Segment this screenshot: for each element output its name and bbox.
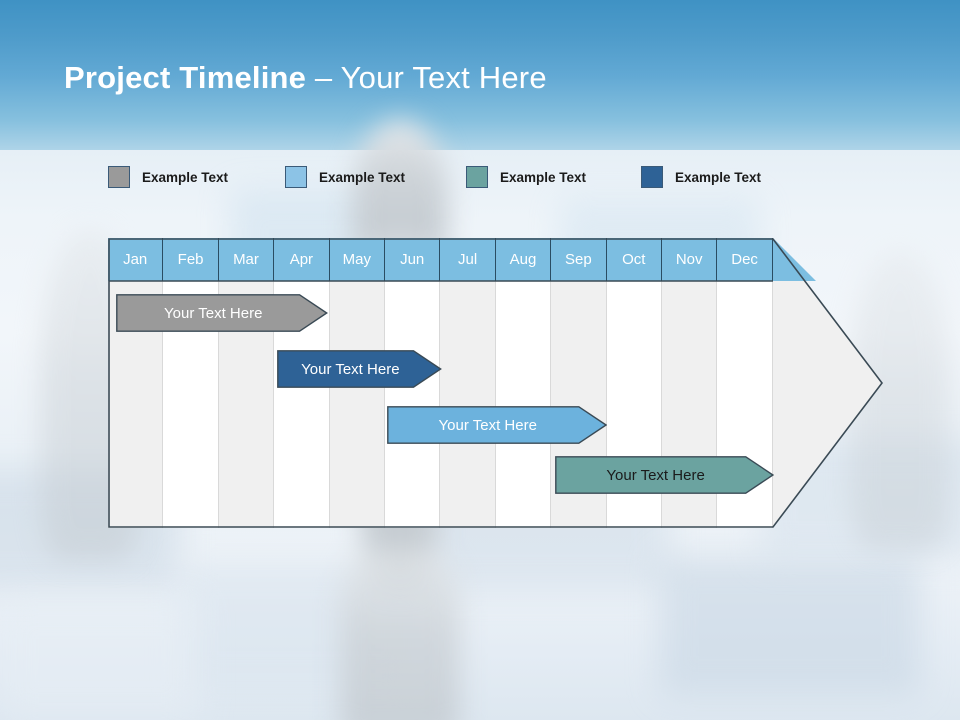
timeline-bar-3[interactable]: Your Text Here — [386, 406, 607, 444]
legend-item-3[interactable]: Example Text — [466, 166, 586, 188]
legend-swatch-icon — [466, 166, 488, 188]
title-light-part: Your Text Here — [340, 60, 547, 95]
legend: Example Text Example Text Example Text Exam… — [108, 166, 898, 196]
legend-item-2[interactable]: Example Text — [285, 166, 405, 188]
timeline-column-mar: Mar — [218, 238, 275, 528]
timeline-column-aug: Aug — [495, 238, 552, 528]
bar-label: Your Text Here — [606, 466, 705, 484]
legend-swatch-icon — [641, 166, 663, 188]
bar-label: Your Text Here — [301, 360, 400, 378]
timeline-header-tail — [773, 238, 816, 281]
month-header-jul[interactable]: Jul — [440, 238, 496, 281]
legend-item-1[interactable]: Example Text — [108, 166, 228, 188]
title-separator: – — [306, 60, 341, 95]
title-bold-part: Project Timeline — [64, 60, 307, 95]
bar-label: Your Text Here — [438, 416, 537, 434]
month-header-jan[interactable]: Jan — [108, 238, 164, 281]
timeline-bar-1[interactable]: Your Text Here — [116, 294, 328, 332]
legend-item-label: Example Text — [675, 169, 762, 185]
timeline-column-jul: Jul — [440, 238, 496, 528]
month-header-mar[interactable]: Mar — [218, 238, 275, 281]
month-header-jun[interactable]: Jun — [385, 238, 441, 281]
legend-item-label: Example Text — [319, 169, 406, 185]
month-header-sep[interactable]: Sep — [551, 238, 607, 281]
bar-label: Your Text Here — [164, 304, 263, 322]
month-header-may[interactable]: May — [329, 238, 385, 281]
timeline-bar-4[interactable]: Your Text Here — [555, 456, 774, 494]
month-header-oct[interactable]: Oct — [606, 238, 662, 281]
legend-swatch-icon — [108, 166, 130, 188]
board-square — [660, 555, 920, 695]
month-header-apr[interactable]: Apr — [274, 238, 330, 281]
timeline-column-feb: Feb — [163, 238, 219, 528]
legend-swatch-icon — [285, 166, 307, 188]
board-square — [0, 600, 200, 720]
legend-item-label: Example Text — [142, 169, 229, 185]
month-header-aug[interactable]: Aug — [495, 238, 552, 281]
timeline-column-jan: Jan — [108, 238, 164, 528]
month-header-dec[interactable]: Dec — [717, 238, 773, 281]
month-header-feb[interactable]: Feb — [163, 238, 219, 281]
timeline-bar-2[interactable]: Your Text Here — [277, 350, 442, 388]
month-header-nov[interactable]: Nov — [662, 238, 718, 281]
legend-item-4[interactable]: Example Text — [641, 166, 761, 188]
page-title: Project Timeline – Your Text Here — [64, 60, 547, 96]
legend-item-label: Example Text — [500, 169, 587, 185]
